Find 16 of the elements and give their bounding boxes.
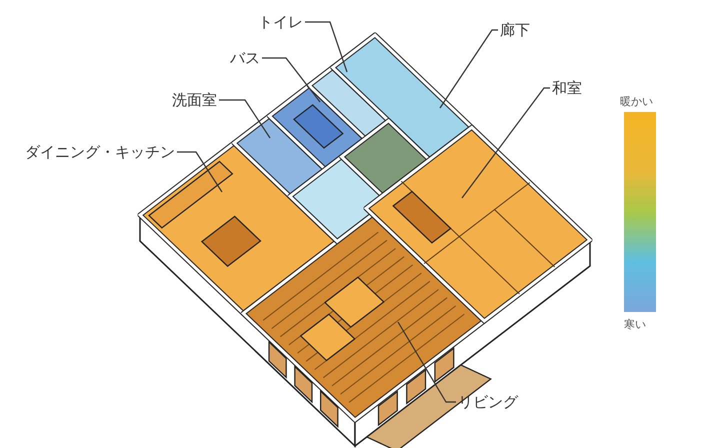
room-label: 廊下: [500, 21, 530, 39]
leader-line: [305, 21, 348, 72]
room-label: リビング: [458, 393, 518, 411]
room-label: 洗面室: [172, 91, 217, 109]
room-label: 和室: [552, 79, 582, 97]
leader-line: [397, 322, 456, 403]
room-label: ダイニング・キッチン: [25, 143, 175, 161]
scale-label: 寒い: [624, 318, 646, 331]
leader-line: [219, 99, 270, 138]
leader-line: [440, 29, 498, 108]
leader-line: [262, 57, 320, 102]
room-label: トイレ: [258, 13, 303, 31]
room-label: バス: [230, 49, 260, 67]
leader-line: [177, 151, 222, 192]
leader-line: [462, 87, 550, 198]
scale-label: 暖かい: [620, 95, 653, 108]
